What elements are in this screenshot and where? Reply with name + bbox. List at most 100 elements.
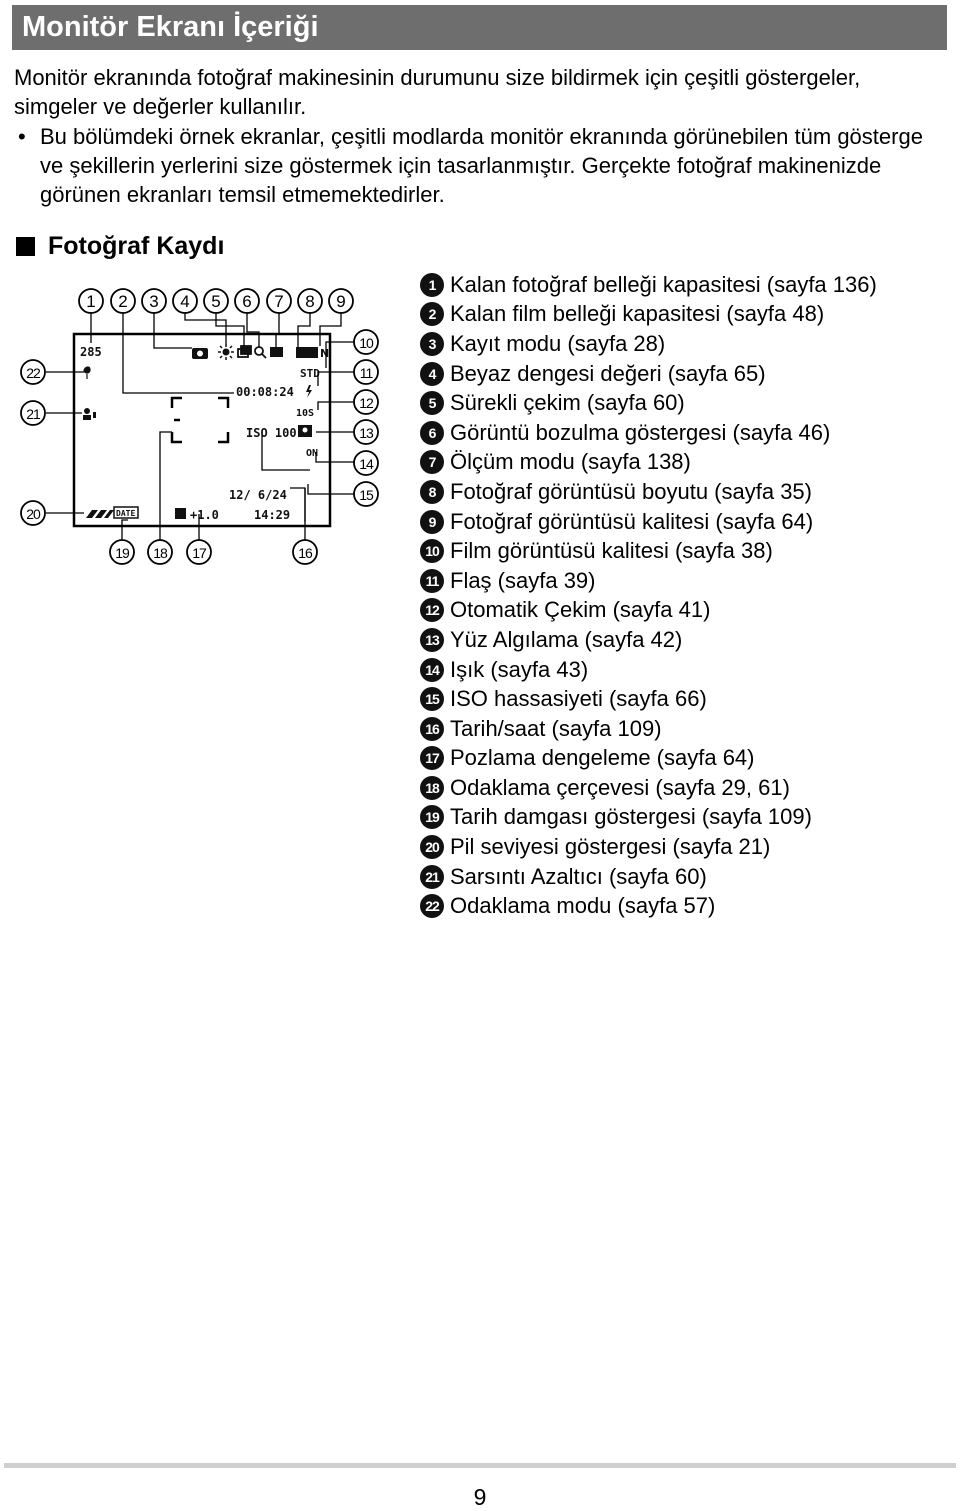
callout-number: 14 <box>353 450 379 476</box>
svg-text:19: 19 <box>115 545 130 561</box>
callout-number: 22 <box>20 359 46 385</box>
svg-text:3: 3 <box>149 292 158 311</box>
legend-text: Görüntü bozulma göstergesi (sayfa 46) <box>450 419 831 445</box>
legend-text: Flaş (sayfa 39) <box>450 567 596 593</box>
legend-text: Fotoğraf görüntüsü kalitesi (sayfa 64) <box>450 508 814 534</box>
legend-number-badge: 2 <box>420 302 444 327</box>
callout-number: 18 <box>147 539 173 565</box>
callout-number: 15 <box>353 481 379 507</box>
movie-timer-value: 00:08:24 <box>236 385 294 399</box>
legend-number-badge: 15 <box>420 687 444 712</box>
legend-number-badge: 3 <box>420 331 444 356</box>
legend-number-badge: 16 <box>420 716 444 741</box>
legend-number-badge: 12 <box>420 598 444 623</box>
legend-text: Otomatik Çekim (sayfa 41) <box>450 597 711 623</box>
callout-number: 17 <box>186 539 212 565</box>
date-value: 12/ 6/24 <box>229 488 287 502</box>
image-size-quality-icon: N <box>296 347 329 360</box>
callout-number: 8 <box>297 288 323 314</box>
continuous-shot-icon <box>237 345 252 358</box>
section-square-icon <box>16 237 35 256</box>
legend-number-badge: 10 <box>420 539 444 564</box>
svg-text:22: 22 <box>26 365 41 381</box>
legend-number-badge: 17 <box>420 746 444 771</box>
white-balance-icon <box>218 344 234 360</box>
legend-text: Yüz Algılama (sayfa 42) <box>450 626 683 652</box>
self-timer-value: 10S <box>296 408 314 419</box>
page-title: Monitör Ekranı İçeriği <box>12 5 947 50</box>
metering-mode-icon <box>270 347 283 357</box>
legend-number-badge: 14 <box>420 657 444 682</box>
record-mode-icon <box>192 348 208 359</box>
legend-text: Pozlama dengeleme (sayfa 64) <box>450 745 755 771</box>
legend-text: Fotoğraf görüntüsü boyutu (sayfa 35) <box>450 478 812 504</box>
callout-number: 21 <box>20 400 46 426</box>
battery-level-icon <box>86 510 114 518</box>
callout-number: 10 <box>353 329 379 355</box>
svg-text:4: 4 <box>180 292 189 311</box>
legend-number-badge: 19 <box>420 805 444 830</box>
legend-text: Odaklama modu (sayfa 57) <box>450 893 716 919</box>
legend-text: Sürekli çekim (sayfa 60) <box>450 390 685 416</box>
anti-shake-icon <box>83 408 96 420</box>
callout-number: 6 <box>234 288 260 314</box>
svg-text:11: 11 <box>360 365 374 381</box>
svg-text:6: 6 <box>242 292 251 311</box>
exposure-value: +1.0 <box>190 508 219 522</box>
legend-text: Kalan film belleği kapasitesi (sayfa 48) <box>450 301 825 327</box>
callout-number: 7 <box>266 288 292 314</box>
legend-text: Film görüntüsü kalitesi (sayfa 38) <box>450 538 773 564</box>
legend-number-badge: 9 <box>420 509 444 534</box>
callout-number: 3 <box>141 288 167 314</box>
focus-frame <box>170 396 230 444</box>
face-detection-icon <box>298 425 312 437</box>
svg-text:1: 1 <box>86 292 95 311</box>
callout-number: 16 <box>292 539 318 565</box>
legend-number-badge: 4 <box>420 361 444 386</box>
flash-icon <box>306 385 312 398</box>
svg-text:5: 5 <box>211 292 220 311</box>
svg-text:DATE: DATE <box>116 509 135 518</box>
callout-number: 11 <box>353 359 379 385</box>
svg-text:16: 16 <box>298 545 313 561</box>
note-paragraph: Bu bölümdeki örnek ekranlar, çeşitli mod… <box>40 124 923 207</box>
svg-text:21: 21 <box>26 406 41 422</box>
section-heading: Fotoğraf Kaydı <box>48 232 225 260</box>
callout-number: 2 <box>110 288 136 314</box>
legend-number-badge: 13 <box>420 627 444 652</box>
svg-text:2: 2 <box>118 292 127 311</box>
callout-number: 12 <box>353 389 379 415</box>
exposure-compensation-icon <box>175 508 186 519</box>
callout-number: 5 <box>203 288 229 314</box>
svg-text:17: 17 <box>192 545 207 561</box>
callout-number: 19 <box>109 539 135 565</box>
legend-number-badge: 22 <box>420 894 444 919</box>
svg-text:9: 9 <box>336 292 345 311</box>
legend-number-badge: 8 <box>420 479 444 504</box>
legend-number-badge: 18 <box>420 775 444 800</box>
legend-number-badge: 11 <box>420 568 444 593</box>
svg-text:13: 13 <box>359 425 374 441</box>
time-value: 14:29 <box>254 508 290 522</box>
legend-number-badge: 1 <box>420 272 444 297</box>
legend-text: Kalan fotoğraf belleği kapasitesi (sayfa… <box>450 271 877 297</box>
iso-value: ISO 100 <box>246 426 297 440</box>
svg-text:12: 12 <box>359 395 374 411</box>
legend-number-badge: 7 <box>420 450 444 475</box>
legend-text: Pil seviyesi göstergesi (sayfa 21) <box>450 834 771 860</box>
legend-text: Tarih/saat (sayfa 109) <box>450 715 662 741</box>
legend-text: Sarsıntı Azaltıcı (sayfa 60) <box>450 863 707 889</box>
